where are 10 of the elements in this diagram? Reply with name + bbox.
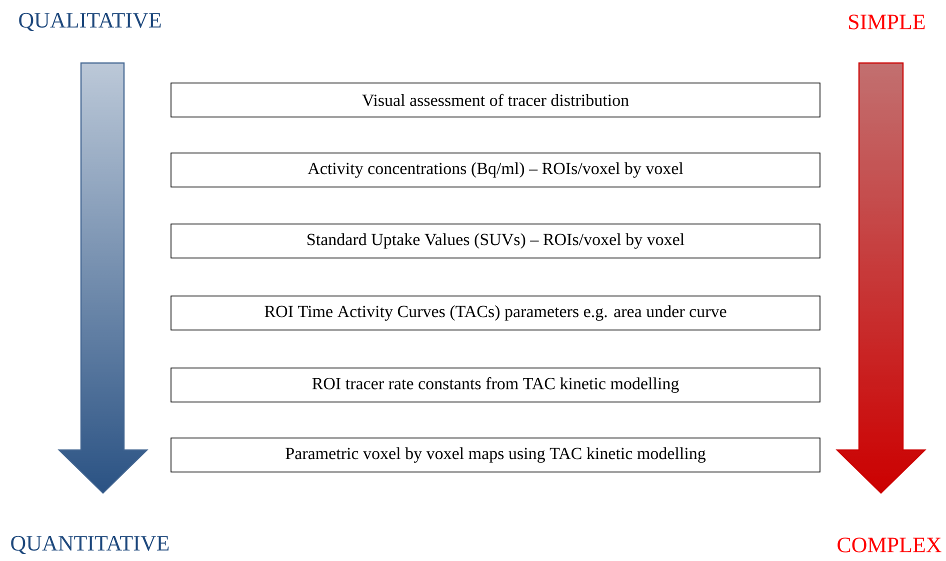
axis-label: SIMPLE: [849, 14, 925, 30]
axis-label: COMPLEX: [838, 538, 942, 552]
axis-label: QUALITATIVE: [19, 12, 161, 32]
text-box: ROI Time Activity Curves (TACs) parameters e.g. area under curve: [170, 296, 820, 330]
text-box: Standard Uptake Values (SUVs) – ROIs/voxel by voxel: [170, 224, 820, 258]
text-box: Visual assessment of tracer distribution: [170, 82, 820, 118]
text-box: ROI tracer rate constants from TAC kinetic modelling: [170, 368, 820, 402]
text-box: Activity concentrations (Bq/ml) – ROIs/voxel by voxel: [170, 152, 820, 188]
text-box: Parametric voxel by voxel maps using TAC kinetic modelling: [170, 438, 820, 472]
axis-label: QUANTITATIVE: [11, 536, 169, 554]
